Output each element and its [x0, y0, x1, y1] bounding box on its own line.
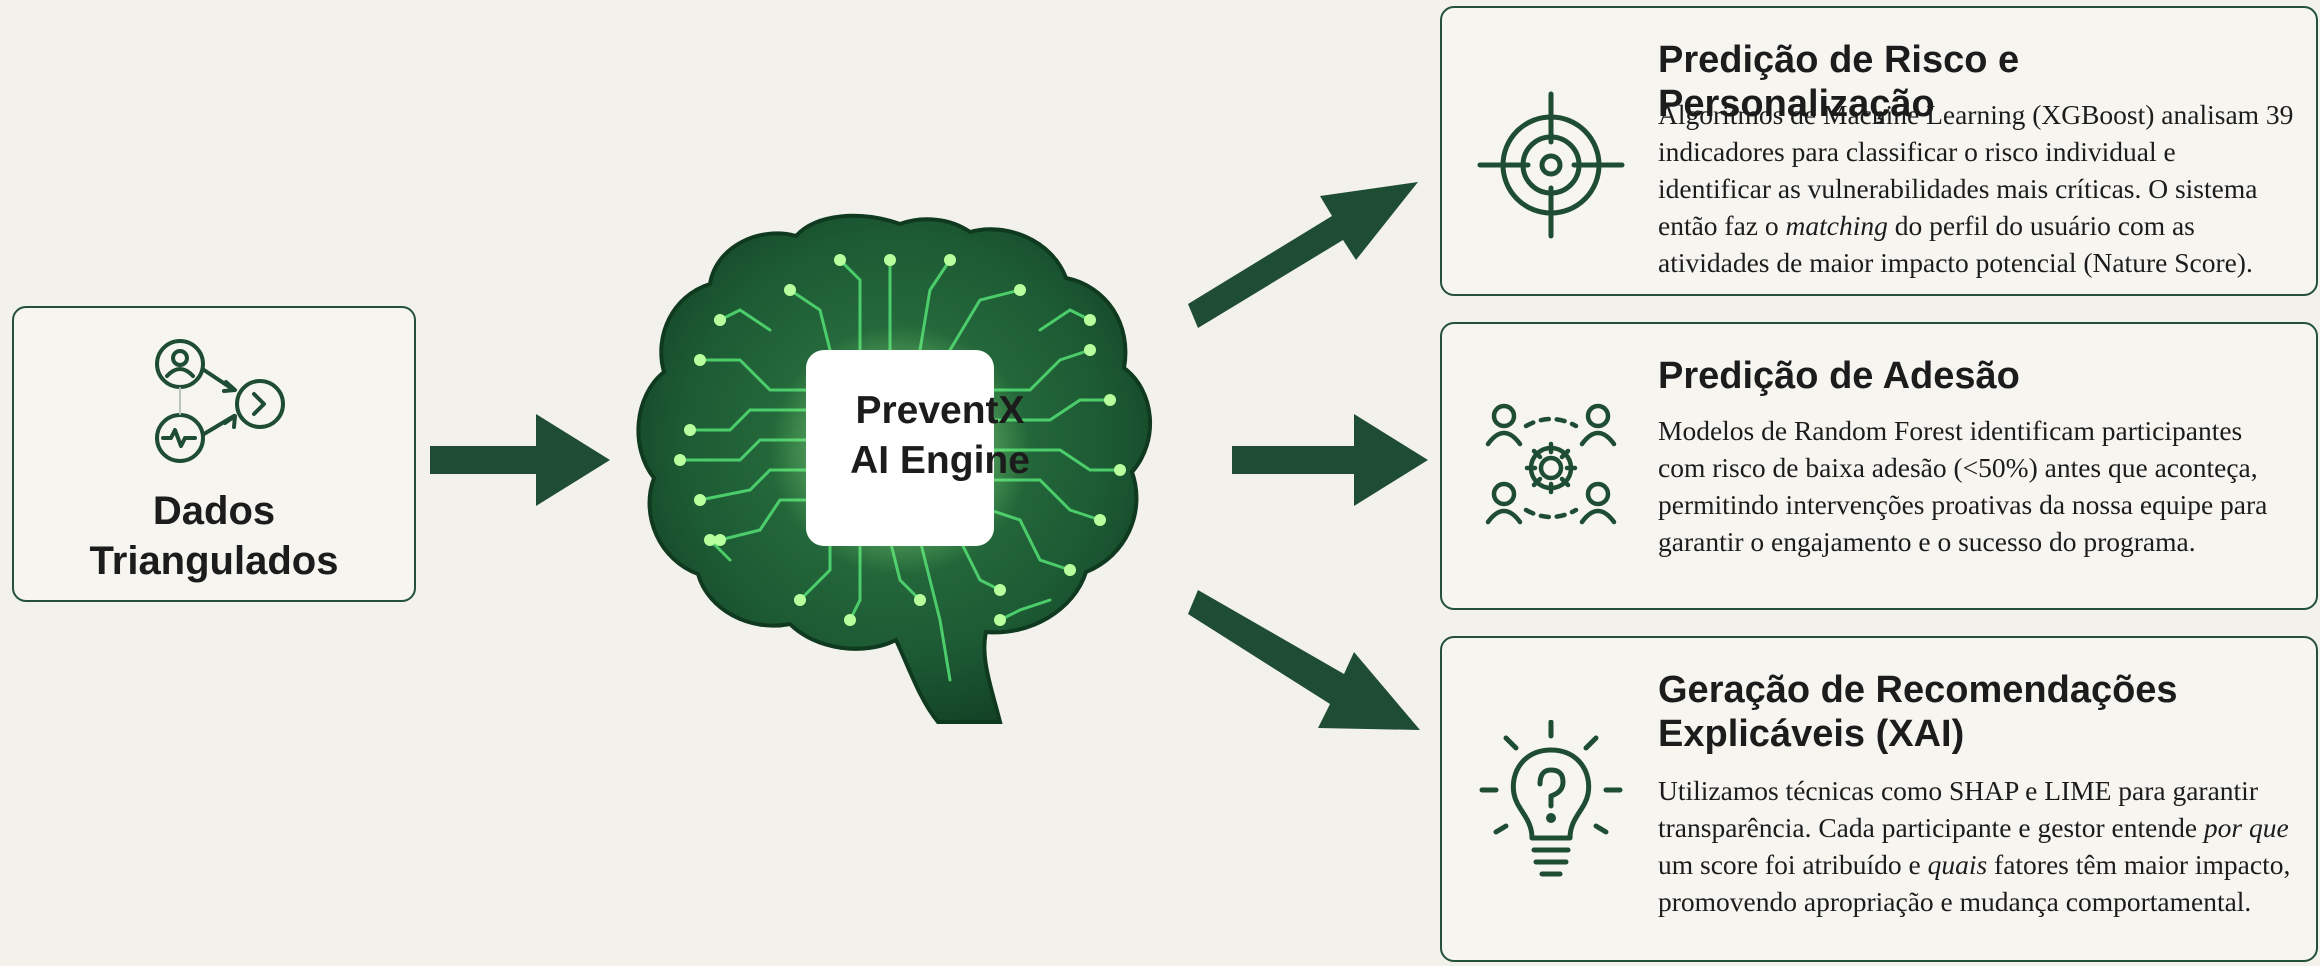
- engine-label-line2: AI Engine: [850, 439, 1030, 482]
- lightbulb-question-icon: [1479, 720, 1623, 877]
- adhesion-prediction-card: Predição de Adesão Modelos de Random For…: [1440, 322, 2318, 610]
- triangulation-icon: [155, 339, 285, 463]
- input-card: Dados Triangulados: [12, 306, 416, 602]
- arrow-to-adhesion: [1232, 414, 1428, 506]
- target-icon: [1477, 91, 1625, 239]
- input-title-line1: Dados: [152, 489, 276, 533]
- xai-recommendations-card: Geração de Recomendações Explicáveis (XA…: [1440, 636, 2318, 962]
- xai-card-description: Utilizamos técnicas como SHAP e LIME par…: [1658, 775, 2291, 917]
- adhesion-card-description: Modelos de Random Forest identificam par…: [1658, 415, 2268, 557]
- input-title-line2: Triangulados: [89, 539, 339, 583]
- arrow-to-risk: [1188, 182, 1418, 328]
- risk-card-description: Algoritmos de Machine Learning (XGBoost)…: [1658, 99, 2294, 278]
- engine-label-line1: PreventX: [855, 389, 1025, 432]
- engine-label: PreventX AI Engine: [810, 386, 1070, 486]
- chevron-circle-icon: [235, 379, 285, 429]
- arrow-to-xai: [1188, 590, 1420, 730]
- user-circle-icon: [155, 339, 205, 389]
- data-sources-icon-cluster: [142, 334, 302, 464]
- circuit-brain-icon: [636, 213, 1153, 724]
- risk-prediction-card: Predição de Risco e Personalização Algor…: [1440, 6, 2318, 296]
- risk-card-title: Predição de Risco e Personalização: [1658, 39, 2020, 125]
- input-card-title: Dados Triangulados: [14, 486, 414, 586]
- xai-card-title: Geração de Recomendações Explicáveis (XA…: [1658, 668, 2296, 756]
- team-gear-icon: [1485, 403, 1617, 525]
- input-arrow: [430, 414, 610, 506]
- adhesion-card-title: Predição de Adesão: [1658, 355, 2020, 397]
- heartbeat-circle-icon: [155, 413, 205, 463]
- xai-title-line2: Explicáveis (XAI): [1658, 713, 1965, 755]
- xai-title-line1: Geração de Recomendações: [1658, 669, 2178, 711]
